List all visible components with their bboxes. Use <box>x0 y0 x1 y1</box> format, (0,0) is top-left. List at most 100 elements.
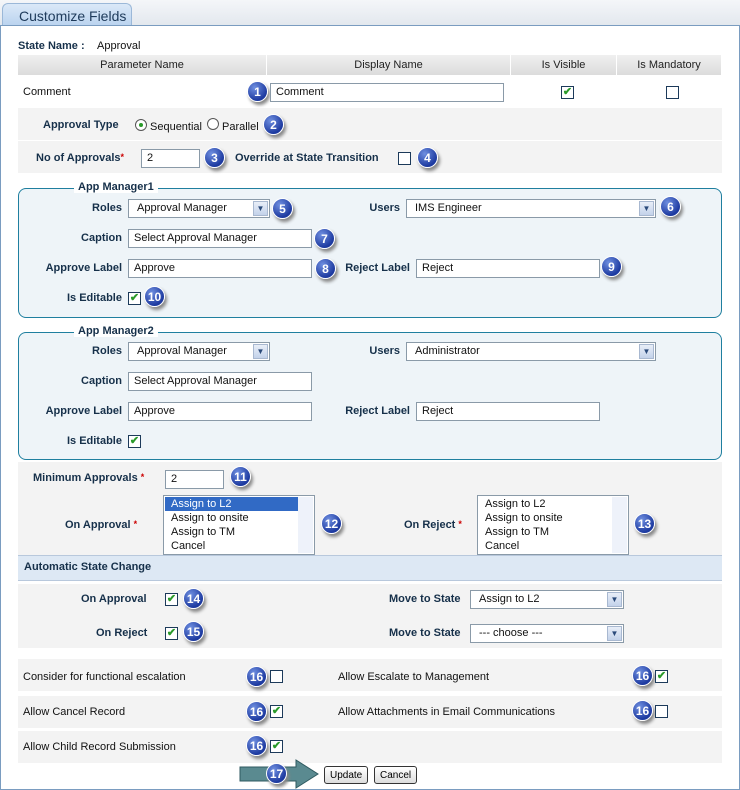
state-name-value: Approval <box>97 40 141 52</box>
am1-editable-checkbox[interactable]: ✔ <box>128 292 141 305</box>
am1-caption-input[interactable]: Select Approval Manager <box>128 229 312 248</box>
callout-badge-16: 16 <box>632 700 653 721</box>
sequential-label: Sequential <box>150 121 202 133</box>
callout-badge-15: 15 <box>183 621 204 642</box>
column-header-display: Display Name <box>267 55 511 75</box>
chevron-down-icon: ▼ <box>253 201 268 216</box>
callout-badge-5: 5 <box>272 198 293 219</box>
comment-mandatory-checkbox[interactable] <box>666 86 679 99</box>
options-row-1 <box>18 659 722 691</box>
am1-editable-label: Is Editable <box>66 292 122 304</box>
callout-badge-10: 10 <box>144 286 165 307</box>
am2-caption-label: Caption <box>81 375 122 387</box>
auto-on-approval-label: On Approval <box>81 593 147 605</box>
callout-badge-17: 17 <box>266 763 287 784</box>
list-item[interactable]: Cancel <box>171 540 206 552</box>
sequential-radio[interactable] <box>135 119 147 131</box>
column-header-mandatory: Is Mandatory <box>617 55 722 75</box>
list-item[interactable]: Assign to TM <box>171 526 235 538</box>
am1-reject-input[interactable]: Reject <box>416 259 600 278</box>
auto-on-approval-checkbox[interactable]: ✔ <box>165 593 178 606</box>
on-approval-list-label: On Approval * <box>65 519 138 531</box>
callout-badge-8: 8 <box>315 258 336 279</box>
approval-type-row <box>18 108 722 140</box>
on-reject-list-label: On Reject * <box>404 519 462 531</box>
am1-roles-label: Roles <box>92 202 122 214</box>
list-item[interactable]: Cancel <box>485 540 520 552</box>
callout-badge-13: 13 <box>634 513 655 534</box>
callout-badge-2: 2 <box>263 114 284 135</box>
callout-badge-14: 14 <box>183 588 204 609</box>
chevron-down-icon: ▼ <box>639 344 654 359</box>
am1-users-label: Users <box>369 202 400 214</box>
child-record-label: Allow Child Record Submission <box>23 741 176 753</box>
column-header-visible: Is Visible <box>511 55 617 75</box>
am1-roles-select[interactable]: Approval Manager▼ <box>128 199 270 218</box>
options-row-3 <box>18 731 722 763</box>
callout-badge-3: 3 <box>204 147 225 168</box>
list-item[interactable]: Assign to onsite <box>171 512 249 524</box>
callout-badge-9: 9 <box>601 256 622 277</box>
move-to-state-approval-select[interactable]: Assign to L2▼ <box>470 590 624 609</box>
no-of-approvals-label: No of Approvals* <box>36 152 125 164</box>
functional-escalation-checkbox[interactable] <box>270 670 283 683</box>
on-reject-listbox[interactable]: Assign to L2 Assign to onsite Assign to … <box>477 495 629 555</box>
am2-approve-label: Approve Label <box>45 405 122 417</box>
no-of-approvals-input[interactable]: 2 <box>141 149 200 168</box>
comment-param-name: Comment <box>23 86 71 98</box>
move-to-state-label-1: Move to State <box>389 593 461 605</box>
am1-reject-label: Reject Label <box>345 262 410 274</box>
am2-editable-checkbox[interactable]: ✔ <box>128 435 141 448</box>
callout-badge-4: 4 <box>417 147 438 168</box>
approvals-row <box>18 141 722 173</box>
move-to-state-label-2: Move to State <box>389 627 461 639</box>
min-approvals-label: Minimum Approvals * <box>33 472 145 484</box>
auto-on-reject-checkbox[interactable]: ✔ <box>165 627 178 640</box>
parallel-radio[interactable] <box>207 118 219 130</box>
escalate-management-checkbox[interactable]: ✔ <box>655 670 668 683</box>
comment-display-input[interactable]: Comment <box>270 83 504 102</box>
auto-on-reject-label: On Reject <box>96 627 148 639</box>
child-record-checkbox[interactable]: ✔ <box>270 740 283 753</box>
chevron-down-icon: ▼ <box>607 592 622 607</box>
approval-type-label: Approval Type <box>43 119 119 131</box>
am1-approve-label: Approve Label <box>45 262 122 274</box>
callout-badge-1: 1 <box>247 81 268 102</box>
move-to-state-reject-select[interactable]: --- choose ---▼ <box>470 624 624 643</box>
on-approval-listbox[interactable]: Assign to L2 Assign to onsite Assign to … <box>163 495 315 555</box>
list-item[interactable]: Assign to L2 <box>485 498 546 510</box>
callout-badge-12: 12 <box>321 513 342 534</box>
tab-customize-fields[interactable]: Customize Fields <box>2 3 132 27</box>
override-label: Override at State Transition <box>235 152 379 164</box>
scrollbar[interactable] <box>612 497 627 553</box>
callout-badge-16: 16 <box>632 665 653 686</box>
callout-badge-16: 16 <box>246 701 267 722</box>
am1-caption-label: Caption <box>81 232 122 244</box>
scrollbar[interactable] <box>298 497 313 553</box>
min-approvals-input[interactable]: 2 <box>165 470 224 489</box>
am1-approve-input[interactable]: Approve <box>128 259 312 278</box>
list-item[interactable]: Assign to L2 <box>165 497 313 511</box>
list-item[interactable]: Assign to TM <box>485 526 549 538</box>
am2-reject-input[interactable]: Reject <box>416 402 600 421</box>
functional-escalation-label: Consider for functional escalation <box>23 671 186 683</box>
am2-users-select[interactable]: Administrator▼ <box>406 342 656 361</box>
override-checkbox[interactable] <box>398 152 411 165</box>
cancel-record-checkbox[interactable]: ✔ <box>270 705 283 718</box>
email-attachments-checkbox[interactable] <box>655 705 668 718</box>
am2-reject-label: Reject Label <box>345 405 410 417</box>
list-item[interactable]: Assign to onsite <box>485 512 563 524</box>
am1-users-select[interactable]: IMS Engineer▼ <box>406 199 656 218</box>
am2-approve-input[interactable]: Approve <box>128 402 312 421</box>
state-name-label: State Name : <box>18 40 85 52</box>
chevron-down-icon: ▼ <box>253 344 268 359</box>
app-manager-2-legend: App Manager2 <box>74 325 158 337</box>
cancel-button[interactable]: Cancel <box>374 766 418 784</box>
comment-visible-checkbox[interactable]: ✔ <box>561 86 574 99</box>
escalate-management-label: Allow Escalate to Management <box>338 671 490 683</box>
callout-badge-7: 7 <box>314 228 335 249</box>
update-button[interactable]: Update <box>324 766 369 784</box>
am2-roles-select[interactable]: Approval Manager▼ <box>128 342 270 361</box>
am2-caption-input[interactable]: Select Approval Manager <box>128 372 312 391</box>
chevron-down-icon: ▼ <box>607 626 622 641</box>
